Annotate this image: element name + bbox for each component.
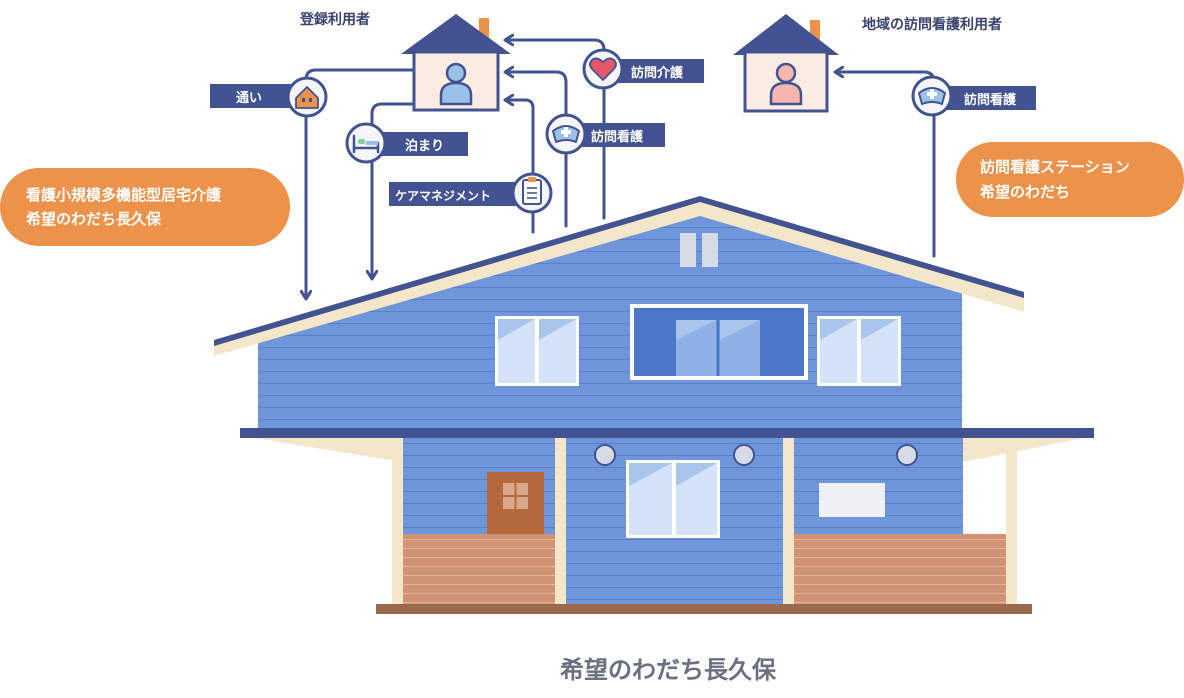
clipboard-icon	[522, 177, 542, 205]
facility-left-line2: 希望のわだち長久保	[26, 210, 162, 228]
post	[1006, 438, 1017, 606]
porch-light	[896, 444, 918, 466]
floor-band	[240, 428, 1094, 438]
bed-icon	[352, 134, 380, 154]
upper-window-left	[495, 316, 579, 386]
regional-user-house	[733, 14, 839, 113]
main-building	[214, 196, 1094, 614]
wall-unit	[819, 483, 885, 517]
post	[555, 438, 566, 606]
facility-left-line1: 看護小規模多機能型居宅介護	[26, 186, 222, 204]
deck-left	[403, 534, 555, 606]
nurse-cap-icon	[918, 87, 946, 105]
flow-line-caremanagement	[506, 100, 535, 234]
heart-icon	[589, 57, 617, 81]
service-label-box	[210, 84, 292, 108]
facility-right-pill: 訪問看護ステーション 希望のわだち	[956, 142, 1184, 217]
chimney	[810, 20, 820, 40]
lower-window	[626, 460, 720, 538]
service-label-box	[389, 182, 522, 206]
foundation	[376, 604, 1032, 614]
service-label-box	[942, 86, 1036, 110]
service-label-box	[612, 59, 704, 83]
flow-line-houmon-kango	[506, 72, 568, 228]
service-label-houmon-kango: 訪問看護	[591, 129, 644, 145]
front-door	[487, 472, 544, 534]
attic-vent	[702, 233, 718, 267]
chimney	[479, 18, 489, 40]
service-label-houmon-kaigo: 訪問介護	[631, 65, 684, 81]
service-tomari: 泊まり	[345, 122, 468, 164]
upper-window-center	[630, 304, 808, 380]
nurse-cap-icon	[552, 125, 580, 143]
porch-light	[594, 444, 616, 466]
flow-line-tomari	[372, 102, 415, 278]
service-label-kayoi: 通い	[236, 90, 262, 106]
registered-user-house	[401, 14, 511, 112]
home-icon	[295, 86, 319, 109]
deck-right	[794, 534, 1006, 606]
post	[783, 438, 794, 606]
post	[392, 438, 403, 606]
facility-right-line1: 訪問看護ステーション	[980, 158, 1130, 176]
regional-users-label: 地域の訪問看護利用者	[862, 16, 1002, 33]
service-label-tomari: 泊まり	[405, 138, 444, 154]
service-houmon-kaigo: 訪問介護	[582, 48, 704, 90]
service-label-box	[378, 132, 468, 156]
person-icon	[439, 62, 473, 106]
service-kayoi: 通い	[210, 76, 328, 118]
service-caremanagement: ケアマネジメント	[389, 172, 553, 214]
building-name: 希望のわだち長久保	[560, 656, 777, 684]
porch-light	[733, 444, 755, 466]
registered-users-label: 登録利用者	[299, 11, 370, 28]
service-label-caremanagement: ケアマネジメント	[395, 189, 491, 203]
attic-vent	[680, 233, 696, 267]
service-houmon-kango-right: 訪問看護	[911, 75, 1036, 117]
facility-right-line2: 希望のわだち	[980, 183, 1070, 201]
person-icon	[769, 62, 803, 106]
service-label-houmon-kango-right: 訪問看護	[964, 92, 1017, 108]
upper-window-right	[817, 316, 901, 386]
service-houmon-kango-left: 訪問看護	[545, 113, 665, 155]
service-label-box	[575, 123, 665, 147]
facility-left-pill: 看護小規模多機能型居宅介護 希望のわだち長久保	[0, 168, 290, 246]
